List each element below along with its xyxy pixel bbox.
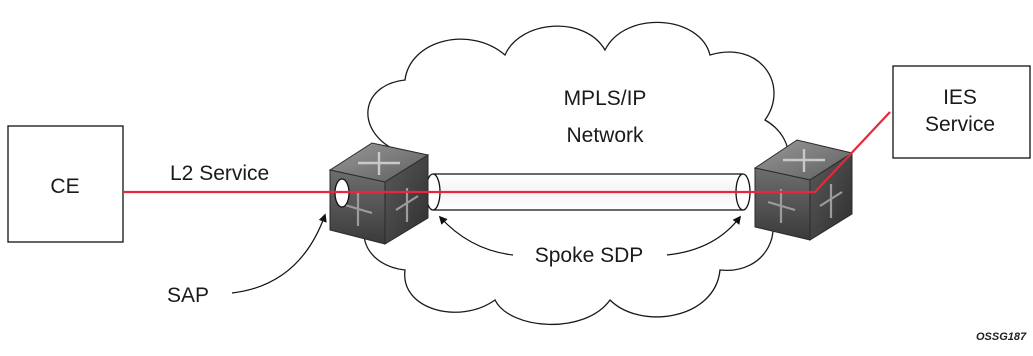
spoke-sdp-label: Spoke SDP (535, 244, 644, 267)
cloud-label-line2: Network (566, 124, 644, 147)
spoke-sdp-arrow-right (666, 215, 742, 256)
ies-service-box (892, 65, 1031, 159)
l2-service-line (123, 111, 891, 194)
sap-arrow (231, 213, 327, 294)
router-left-icon (328, 142, 430, 245)
l2-service-label: L2 Service (170, 162, 269, 185)
figure-id: OSSG187 (976, 331, 1027, 343)
router-right-icon (753, 139, 854, 241)
ce-box (7, 125, 124, 243)
spoke-sdp-arrow-left (438, 215, 514, 256)
ce-label: CE (50, 175, 79, 198)
ies-label-line1: IES (943, 86, 977, 109)
ies-label-line2: Service (925, 113, 995, 136)
cloud-label-line1: MPLS/IP (564, 87, 647, 110)
sap-label: SAP (167, 284, 209, 307)
